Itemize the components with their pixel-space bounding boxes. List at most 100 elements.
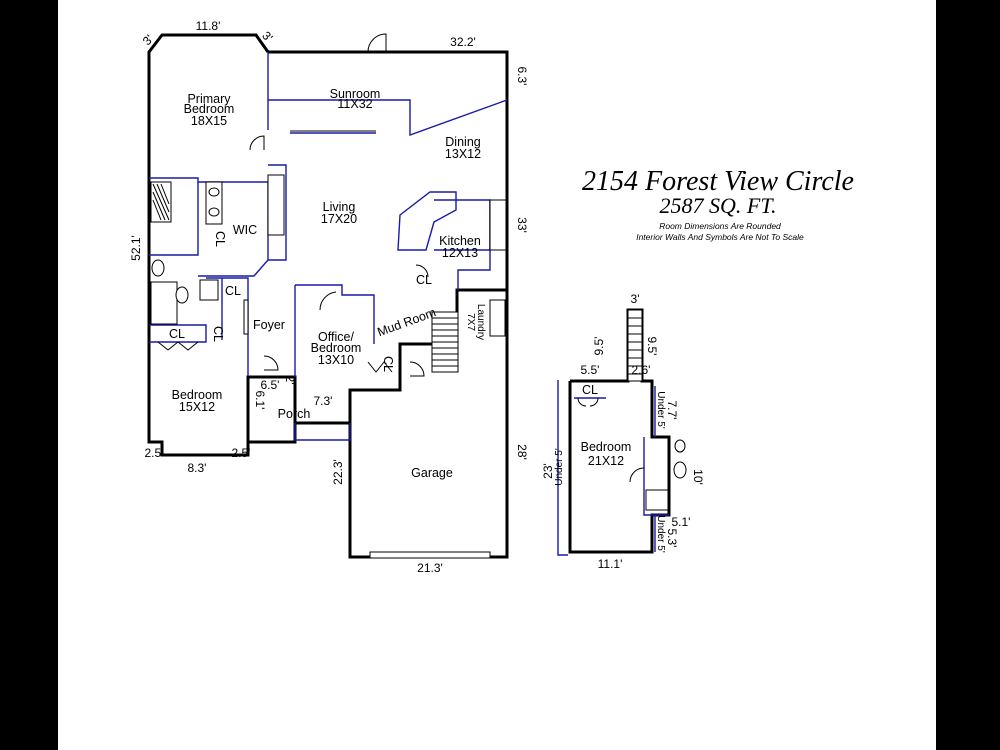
closet-label: CL [225, 284, 241, 298]
bath-wall [149, 182, 199, 256]
sink [208, 207, 220, 217]
room-living-label: Living [323, 200, 356, 214]
room-office-label: Bedroom [311, 341, 362, 355]
dimension-label: 8.3' [188, 461, 207, 475]
sunroom-wall [268, 99, 508, 136]
upper-floor: Bedroom 21X12 CL Under 5' Under 5' Under… [541, 292, 705, 571]
stairs [431, 311, 459, 373]
upper-toilet [673, 461, 687, 479]
dimension-label: 10' [691, 469, 705, 485]
door [249, 135, 265, 151]
room-foyer-label: Foyer [253, 318, 285, 332]
kitchen-island [397, 191, 457, 251]
dimension-label: 2.5' [232, 446, 251, 460]
dimension-label: 21.3' [417, 561, 443, 575]
door [415, 264, 429, 278]
dimension-label: 23' [541, 463, 555, 479]
square-footage: 2587 SQ. FT. [660, 193, 777, 218]
room-kitchen-size: 12X13 [442, 246, 478, 260]
floor-plan-drawing: Primary Bedroom 18X15 Sunroom 11X32 Dini… [129, 19, 854, 575]
upper-vanity [645, 489, 669, 511]
laundry-sink [489, 299, 506, 337]
room-sunroom-label: Sunroom [330, 87, 381, 101]
closet-label: CL [213, 231, 227, 247]
dimension-label: 2.5' [145, 446, 164, 460]
dimension-label: 32.2' [450, 35, 476, 49]
room-dining-label: Dining [445, 135, 480, 149]
dimension-label: 6.5' [261, 378, 280, 392]
door [409, 361, 425, 377]
upper-closet-label: CL [582, 383, 598, 397]
dimension-label: 5.3' [665, 529, 679, 548]
office-wall [295, 284, 375, 344]
dimension-label: 6.3' [515, 67, 529, 86]
room-bedroom-size: 15X12 [179, 400, 215, 414]
room-primary-size: 18X15 [191, 114, 227, 128]
dimension-label: 11.1' [598, 557, 623, 571]
closet-label: CL [169, 327, 185, 341]
dimension-label: 2' [283, 376, 297, 385]
room-mudroom-label: Mud Room [376, 305, 438, 339]
dimension-label: 2.6' [632, 363, 651, 377]
closet-label: CL [381, 356, 395, 372]
closet-door [577, 397, 599, 407]
garage-wall [348, 288, 507, 423]
room-kitchen-label: Kitchen [439, 234, 481, 248]
front-door-side [243, 299, 249, 335]
closet-label: CL [211, 326, 225, 342]
dimension-label: 22.3' [331, 459, 345, 485]
sunroom-door [367, 33, 387, 53]
room-sunroom-size: 11X32 [337, 97, 372, 111]
porch-wall [294, 423, 351, 441]
closet-wall [268, 164, 287, 261]
upper-toilet [674, 439, 686, 453]
tub [150, 281, 178, 325]
dimension-label: 3' [631, 292, 640, 306]
bath-door [629, 467, 645, 483]
dimension-label: 6.1' [253, 391, 267, 410]
dimension-label: 7.7' [665, 401, 679, 420]
room-office-size: 13X10 [318, 353, 354, 367]
dimension-label: 9.5' [592, 337, 606, 356]
garage-door [369, 551, 491, 559]
dimension-label: 7.3' [314, 394, 333, 408]
hall-wall [206, 277, 249, 376]
closet-label: CL [416, 273, 432, 287]
under-5-label: Under 5' [655, 391, 666, 429]
room-porch-label: Porch [278, 407, 311, 421]
range [489, 199, 507, 251]
dimension-label: 33' [515, 217, 529, 233]
note-not-to-scale: Interior Walls And Symbols Are Not To Sc… [636, 232, 804, 242]
bifold-door [367, 361, 393, 373]
main-floor: Primary Bedroom 18X15 Sunroom 11X32 Dini… [129, 19, 529, 575]
note-dimensions-rounded: Room Dimensions Are Rounded [659, 221, 781, 231]
room-bedroom-label: Bedroom [172, 388, 223, 402]
room-laundry-label: Laundry [475, 304, 486, 340]
room-living-size: 17X20 [321, 212, 357, 226]
floor-plan-sheet: Primary Bedroom 18X15 Sunroom 11X32 Dini… [58, 0, 936, 750]
dimension-label: 28' [515, 444, 529, 460]
room-garage-label: Garage [411, 466, 453, 480]
toilet [151, 259, 165, 277]
under-5-label: Under 5' [655, 515, 666, 553]
room-dining-size: 13X12 [445, 147, 481, 161]
under-5-area [557, 380, 568, 556]
toilet [175, 286, 189, 304]
room-primary-label: Primary [187, 92, 231, 106]
dimension-label: 5.5' [581, 363, 600, 377]
bedroom-porch-wall [246, 375, 297, 442]
shelf [267, 174, 285, 236]
bifold-door [157, 341, 199, 351]
title-block: 2154 Forest View Circle 2587 SQ. FT. Roo… [582, 166, 854, 242]
upper-bath-wall [643, 437, 669, 516]
dimension-label: 5.1' [672, 515, 691, 529]
room-office-label: Office/ [318, 330, 354, 344]
upper-stairs [627, 309, 643, 382]
door [319, 291, 337, 311]
upper-bedroom-label: Bedroom [581, 440, 632, 454]
room-primary-label: Bedroom [184, 102, 235, 116]
dimension-label: 11.8' [196, 19, 221, 33]
room-laundry-size: 7X7 [465, 313, 476, 331]
under-5-label: Under 5' [554, 448, 565, 486]
dimension-label: 9.5' [645, 337, 659, 356]
